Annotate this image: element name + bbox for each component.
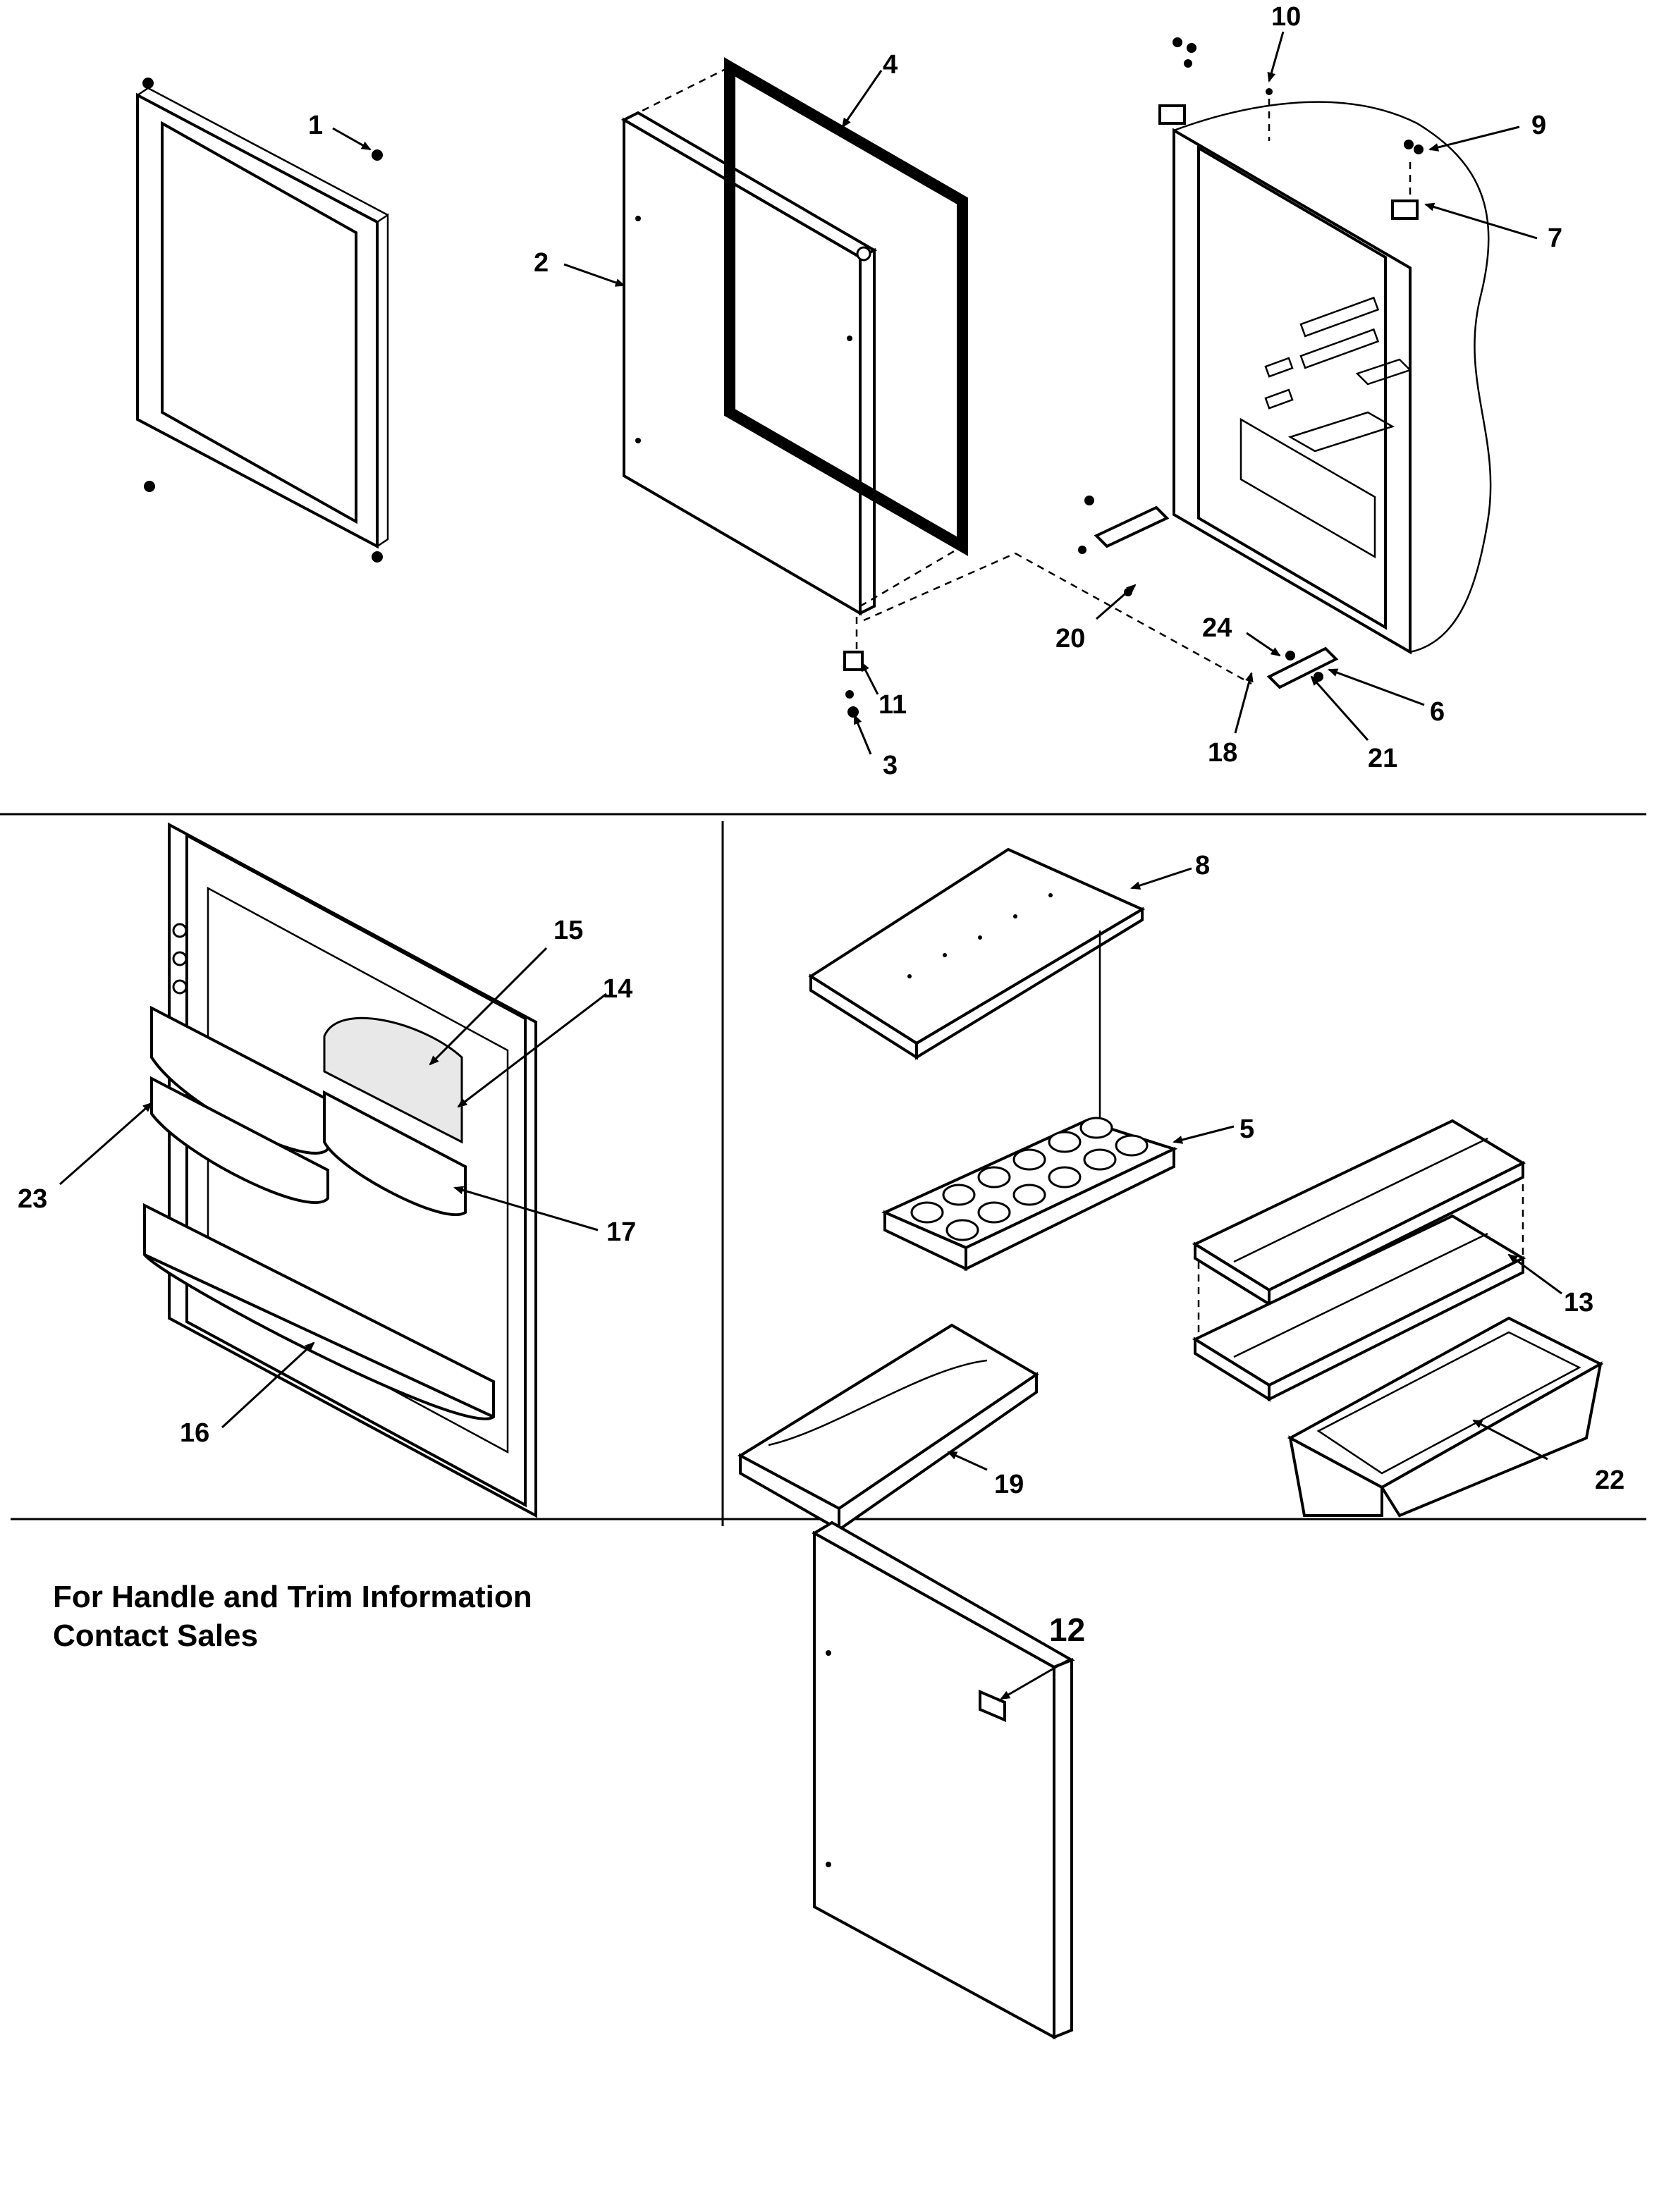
door-frame-part <box>136 78 389 563</box>
callout-12: 12 <box>1049 1611 1085 1648</box>
cabinet-part <box>863 37 1492 689</box>
ice-trays-part <box>1192 1119 1526 1402</box>
callout-leaders <box>59 31 1562 1700</box>
egg-tray-part <box>881 1117 1178 1272</box>
shelf-part <box>808 847 1146 1128</box>
callout-8: 8 <box>1195 851 1210 880</box>
door-gasket-part <box>630 57 968 608</box>
callout-20: 20 <box>1055 624 1085 653</box>
callout-13: 13 <box>1564 1288 1593 1317</box>
callout-9: 9 <box>1531 111 1546 140</box>
callout-17: 17 <box>606 1217 636 1247</box>
callout-22: 22 <box>1595 1466 1624 1495</box>
callout-4: 4 <box>883 50 898 80</box>
trim-note: For Handle and Trim Information Contact … <box>53 1580 532 1653</box>
callout-16: 16 <box>180 1418 209 1448</box>
callout-23: 23 <box>18 1184 47 1214</box>
lower-hinge-part <box>843 617 864 718</box>
callout-3: 3 <box>883 751 898 780</box>
callout-11: 11 <box>879 690 907 720</box>
callout-2: 2 <box>534 248 549 278</box>
callout-19: 19 <box>994 1470 1024 1499</box>
callout-5: 5 <box>1239 1114 1254 1144</box>
callout-6: 6 <box>1430 697 1445 727</box>
callout-14: 14 <box>603 974 632 1004</box>
callout-labels: 1 2 3 4 5 6 7 8 9 10 11 12 13 14 15 16 1… <box>18 2 1624 1648</box>
note-line-1: For Handle and Trim Information <box>53 1580 532 1614</box>
door-panel-part <box>620 111 878 616</box>
callout-15: 15 <box>553 916 583 945</box>
can-rack-part <box>737 1323 1039 1532</box>
callout-24: 24 <box>1202 613 1232 643</box>
callout-10: 10 <box>1271 2 1301 32</box>
callout-1: 1 <box>308 111 323 140</box>
callout-18: 18 <box>1208 738 1237 768</box>
door-interior-part <box>143 822 537 1518</box>
callout-21: 21 <box>1368 744 1397 773</box>
note-line-2: Contact Sales <box>53 1618 258 1653</box>
crisper-bin-part <box>1287 1316 1604 1518</box>
outer-door-part <box>812 1520 1075 2040</box>
callout-7: 7 <box>1548 223 1562 253</box>
